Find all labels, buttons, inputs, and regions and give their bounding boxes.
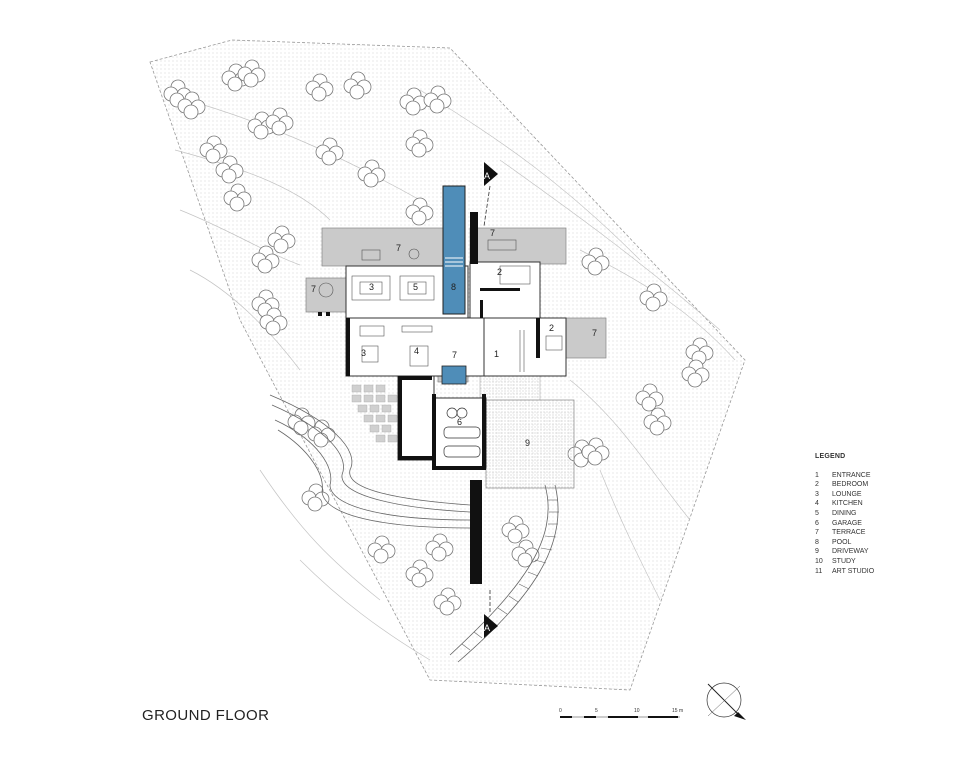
section-marker-bottom: A	[484, 590, 498, 638]
legend-item-name: DRIVEWAY	[832, 548, 869, 556]
legend-item: 5 DINING	[815, 509, 935, 519]
legend-item-name: BEDROOM	[832, 481, 869, 489]
legend-item-name: GARAGE	[832, 519, 862, 527]
legend-item-name: LOUNGE	[832, 490, 862, 498]
north-arrow-icon	[706, 682, 746, 720]
section-marker-icon	[484, 162, 498, 186]
room-label-lounge: 3	[361, 348, 366, 358]
legend-item: 9 DRIVEWAY	[815, 547, 935, 557]
legend-item-number: 5	[815, 509, 819, 517]
scale-tick-label: 5	[595, 708, 598, 714]
legend-item: 2 BEDROOM	[815, 480, 935, 490]
room-labels: 7 7 7 7 7 2 2 3 3 5 8 4 1 6 9	[311, 228, 597, 448]
section-marker-label: A	[484, 623, 490, 633]
room-label-lounge: 3	[369, 282, 374, 292]
legend-title: LEGEND	[815, 453, 846, 460]
scale-tick-label: 0	[559, 708, 562, 714]
terrace-north-east	[469, 227, 567, 265]
legend-item-number: 4	[815, 500, 819, 508]
pool-courtyard-water	[441, 365, 467, 385]
legend-item-name: TERRACE	[832, 529, 866, 537]
section-marker-label: A	[484, 171, 490, 181]
room-label-bedroom: 2	[497, 267, 502, 277]
legend-item: 11 ART STUDIO	[815, 567, 935, 577]
legend-item-name: ENTRANCE	[832, 471, 871, 479]
legend-item-name: POOL	[832, 538, 852, 546]
room-label-kitchen: 4	[414, 346, 419, 356]
room-label-terrace: 7	[490, 228, 495, 238]
pool	[442, 185, 466, 315]
room-label-driveway: 9	[525, 438, 530, 448]
legend-item-number: 11	[815, 567, 823, 575]
legend-list: 1 ENTRANCE 2 BEDROOM 3 LOUNGE 4 KITCHEN 5 DIN…	[815, 471, 935, 577]
section-marker-top: A	[483, 162, 498, 227]
legend-item-number: 7	[815, 529, 819, 537]
terrace-east	[565, 317, 607, 359]
pool-steps	[445, 257, 463, 267]
room-label-terrace: 7	[311, 284, 316, 294]
room-label-dining: 5	[413, 282, 418, 292]
legend-item: 4 KITCHEN	[815, 499, 935, 509]
legend-item-number: 1	[815, 471, 819, 479]
scale-tick-label: 10	[634, 708, 640, 714]
legend: LEGEND 1 ENTRANCE 2 BEDROOM 3 LOUNGE 4 KITCH…	[815, 452, 935, 576]
legend-item-name: KITCHEN	[832, 500, 863, 508]
scale-tick-label: 15 m	[672, 708, 683, 714]
room-label-garage: 6	[457, 417, 462, 427]
legend-item: 8 POOL	[815, 538, 935, 548]
stepping-stones	[351, 384, 398, 443]
terrace-north-west	[321, 227, 447, 267]
room-label-bedroom: 2	[549, 323, 554, 333]
section-marker-icon	[484, 614, 498, 638]
legend-item-name: ART STUDIO	[832, 567, 875, 575]
furniture	[318, 239, 563, 372]
room-label-pool: 8	[451, 282, 456, 292]
legend-item-name: DINING	[832, 509, 857, 517]
garden-paths	[269, 394, 559, 663]
legend-item: 3 LOUNGE	[815, 490, 935, 500]
house-floor-plate	[345, 261, 567, 469]
scale-bar: 0 5 10 15 m	[559, 708, 683, 718]
legend-item-number: 8	[815, 538, 819, 546]
legend-item-number: 3	[815, 490, 819, 498]
legend-item: 1 ENTRANCE	[815, 471, 935, 481]
garage-cars	[443, 407, 481, 458]
legend-item: 6 GARAGE	[815, 519, 935, 529]
legend-item-number: 10	[815, 557, 823, 565]
room-label-entrance: 1	[494, 349, 499, 359]
legend-item-number: 6	[815, 519, 819, 527]
legend-item-name: STUDY	[832, 557, 856, 565]
tree-icon	[301, 483, 330, 512]
legend-item: 7 TERRACE	[815, 528, 935, 538]
legend-item-number: 2	[815, 481, 819, 489]
entrance-forecourt	[479, 375, 541, 401]
room-label-terrace: 7	[452, 350, 457, 360]
legend-item: 10 STUDY	[815, 557, 935, 567]
floor-title: GROUND FLOOR	[142, 707, 270, 724]
legend-item-number: 9	[815, 548, 819, 556]
room-label-terrace: 7	[592, 328, 597, 338]
walls	[318, 212, 540, 584]
driveway-area	[485, 399, 575, 489]
room-label-terrace: 7	[396, 243, 401, 253]
